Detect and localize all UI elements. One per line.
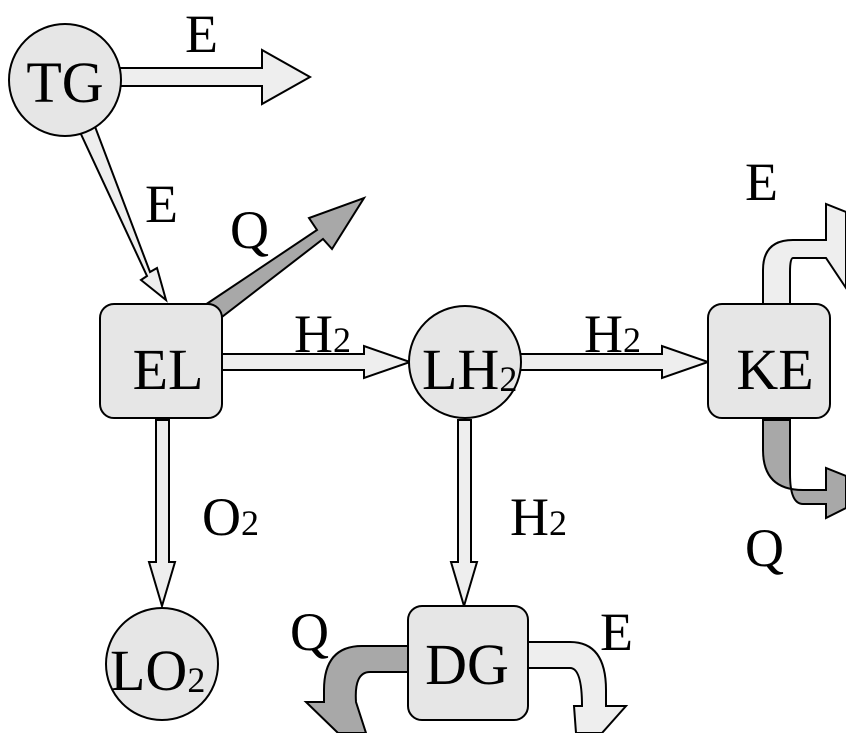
arrow-tg-to-el (78, 122, 168, 303)
edge-label-el-to-lo2: O2 (202, 487, 259, 547)
arrow-lh2-to-dg (449, 419, 479, 610)
arrow-el-to-lo2 (147, 419, 177, 610)
arrow-lh2-to-ke (519, 344, 712, 380)
arrow-el-heat-out (203, 196, 367, 322)
arrow-dg-heat-out (303, 645, 409, 733)
node-dg (407, 605, 529, 721)
node-tg (8, 23, 122, 137)
edge-label-lh2-to-ke: H2 (584, 304, 641, 364)
edge-label-el-to-lh2: H2 (294, 304, 351, 364)
edge-label-ke-energy-out: E (745, 152, 778, 212)
node-el-label: EL (133, 337, 204, 402)
edge-label-dg-energy-out: E (600, 602, 633, 662)
arrow-ke-heat-out (762, 419, 846, 520)
node-lh2 (408, 305, 522, 419)
arrow-tg-energy-out (119, 48, 313, 106)
edge-label-ke-heat-out: Q (745, 518, 784, 578)
edge-label-tg-energy-out: E (185, 4, 218, 64)
edge-label-dg-heat-out: Q (290, 602, 329, 662)
edge-label-lh2-to-dg: H2 (510, 487, 567, 547)
node-lo2-label: LO2 (110, 638, 205, 703)
node-tg-label: TG (26, 50, 103, 115)
node-lh2-label: LH2 (422, 337, 517, 402)
node-ke-label: KE (736, 337, 813, 402)
arrow-ke-energy-out (762, 202, 846, 305)
edge-label-tg-to-el: E (145, 174, 178, 234)
node-lo2 (105, 607, 219, 721)
node-dg-label: DG (425, 632, 509, 697)
edge-label-el-heat-out: Q (230, 200, 269, 260)
arrow-el-to-lh2 (221, 344, 414, 380)
arrow-dg-energy-out (527, 641, 629, 733)
node-el (99, 303, 223, 419)
node-ke (707, 303, 831, 419)
